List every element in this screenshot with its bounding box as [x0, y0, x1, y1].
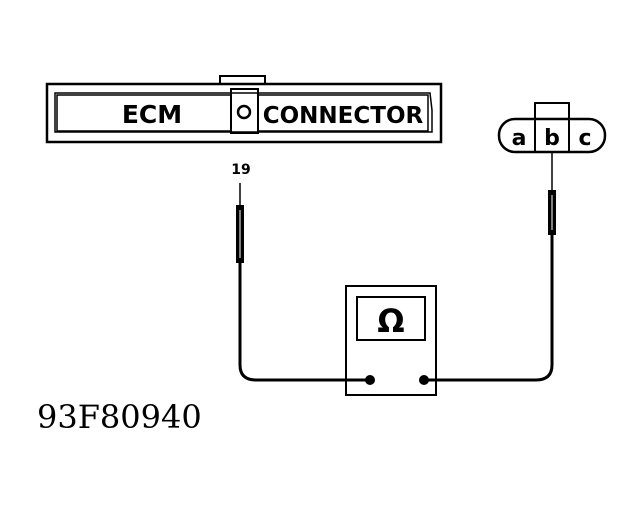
connector-latch — [219, 75, 266, 84]
lock-slot-hole — [236, 104, 252, 120]
connector-body — [45, 82, 443, 144]
ohmmeter-display — [356, 296, 426, 341]
terminal-a-label: a — [512, 126, 527, 151]
terminal-c-label: c — [578, 126, 591, 151]
pin-number-label: 19 — [231, 162, 250, 178]
ohmmeter-terminal-right — [419, 375, 429, 385]
ecm-label: ECM — [122, 100, 182, 129]
left-probe — [236, 183, 244, 263]
right-probe — [548, 152, 556, 235]
connector-face — [54, 92, 433, 133]
ohmmeter — [345, 285, 437, 396]
side-connector-latch — [534, 102, 570, 120]
terminal-b-label: b — [544, 126, 560, 151]
connector-label: CONNECTOR — [263, 103, 424, 129]
ohmmeter-terminal-left — [365, 375, 375, 385]
left-test-lead — [238, 263, 370, 382]
side-connector — [497, 102, 607, 154]
ecm-connector — [45, 75, 443, 144]
figure-id: 93F80940 — [37, 398, 202, 436]
right-test-lead — [424, 235, 554, 382]
connector-label-box — [257, 94, 429, 132]
lock-slot — [230, 88, 259, 134]
ohm-symbol-icon: Ω — [377, 302, 404, 340]
ohmmeter-body — [345, 285, 437, 396]
